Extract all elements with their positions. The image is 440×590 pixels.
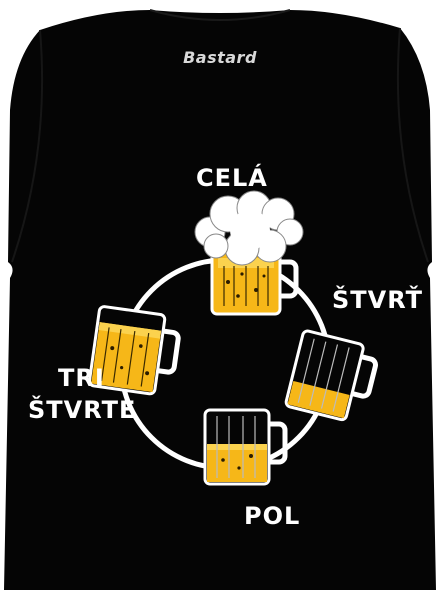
brand-logo: Bastard — [183, 48, 257, 67]
label-full: CELÁ — [196, 164, 268, 192]
mug-handle — [278, 259, 299, 299]
mug-handle — [267, 421, 288, 465]
mug-facets — [297, 338, 350, 412]
mug-handle — [349, 353, 378, 399]
left-armhole-shadow — [11, 29, 44, 263]
beer-level — [91, 322, 162, 393]
quarter-beer-mug — [284, 329, 378, 422]
label-three-quarters-line1: TRI — [58, 364, 105, 392]
beer-highlight — [207, 444, 267, 450]
label-three-quarters-line2: ŠTVRTE — [28, 396, 137, 424]
beer-highlight — [98, 322, 162, 339]
mug-facets — [223, 266, 269, 306]
mug-facets — [100, 327, 150, 387]
foam-cloud — [194, 190, 304, 266]
bubbles — [110, 344, 150, 376]
mug-handle — [155, 328, 181, 375]
right-armhole-shadow — [396, 27, 429, 263]
three-quarters-beer-mug — [88, 305, 181, 396]
half-beer-mug — [203, 408, 288, 486]
label-half: POL — [244, 502, 301, 530]
mug-facets — [216, 416, 256, 478]
neck-shadow — [149, 9, 291, 21]
bubbles — [221, 454, 253, 470]
label-quarter: ŠTVRŤ — [332, 286, 424, 314]
bubbles — [226, 272, 266, 298]
